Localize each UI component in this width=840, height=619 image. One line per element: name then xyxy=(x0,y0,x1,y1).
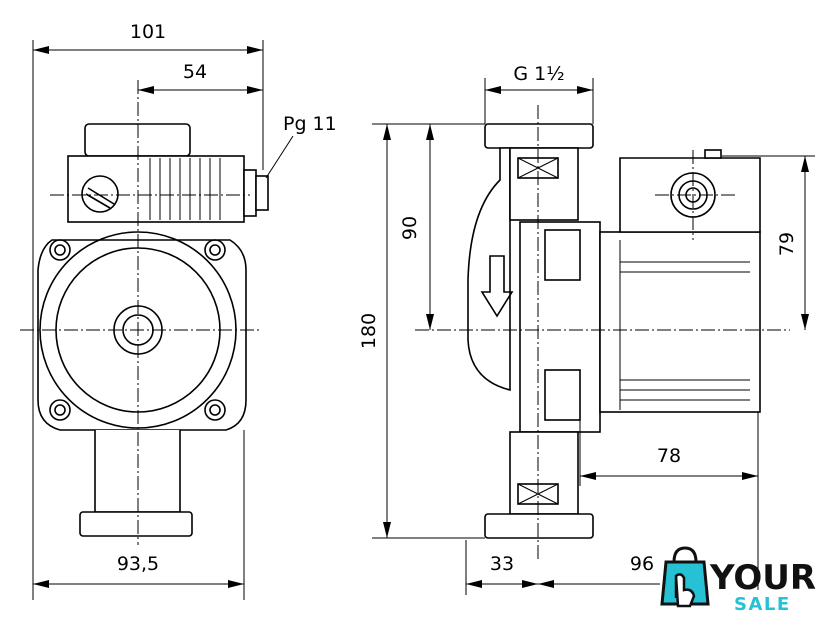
front-terminal-screw xyxy=(81,175,119,213)
front-terminal-ribs xyxy=(149,158,221,220)
dim-label-93-5: 93,5 xyxy=(117,553,159,575)
flow-direction-arrow-icon xyxy=(480,255,514,318)
dim-label-thread: G 1½ xyxy=(513,63,564,85)
front-view xyxy=(20,80,269,545)
side-housing-boss-top xyxy=(544,229,581,281)
side-motor-ribs xyxy=(619,240,750,410)
front-gland-nut xyxy=(243,169,257,217)
dim-label-33: 33 xyxy=(490,553,514,575)
front-bottom-flange xyxy=(79,511,193,537)
dim-label-78: 78 xyxy=(657,445,681,467)
side-top-flange xyxy=(484,123,594,149)
dim-label-180: 180 xyxy=(358,313,380,349)
dim-label-54: 54 xyxy=(183,61,207,83)
front-gland-cap xyxy=(255,175,269,211)
gland-label: Pg 11 xyxy=(283,113,337,135)
side-view xyxy=(415,105,790,560)
gland-leader-line xyxy=(265,135,294,179)
logo-word-bottom: SALE xyxy=(734,594,791,615)
front-screw-top-left xyxy=(49,239,71,261)
dim-label-101: 101 xyxy=(130,21,166,43)
yoursale-logo: YOUR SALE xyxy=(660,546,816,615)
logo-word-top: YOUR xyxy=(709,558,816,598)
shopping-bag-hand-icon xyxy=(660,546,710,608)
side-dimensions: G 1½ 180 90 79 78 33 96 xyxy=(358,63,815,595)
side-bottom-flange xyxy=(484,513,594,539)
side-housing-boss-bottom xyxy=(544,369,581,421)
front-screw-top-right xyxy=(204,239,226,261)
front-terminal-box xyxy=(67,155,245,223)
side-terminal-tab xyxy=(704,149,722,159)
dim-label-96: 96 xyxy=(630,553,654,575)
front-dimensions: 101 54 Pg 11 93,5 xyxy=(32,21,337,600)
side-motor xyxy=(599,231,761,413)
front-screw-bottom-right xyxy=(204,399,226,421)
dim-label-90: 90 xyxy=(399,216,421,240)
front-screw-bottom-left xyxy=(49,399,71,421)
dim-label-79: 79 xyxy=(776,232,798,256)
front-pump-housing xyxy=(37,239,247,431)
